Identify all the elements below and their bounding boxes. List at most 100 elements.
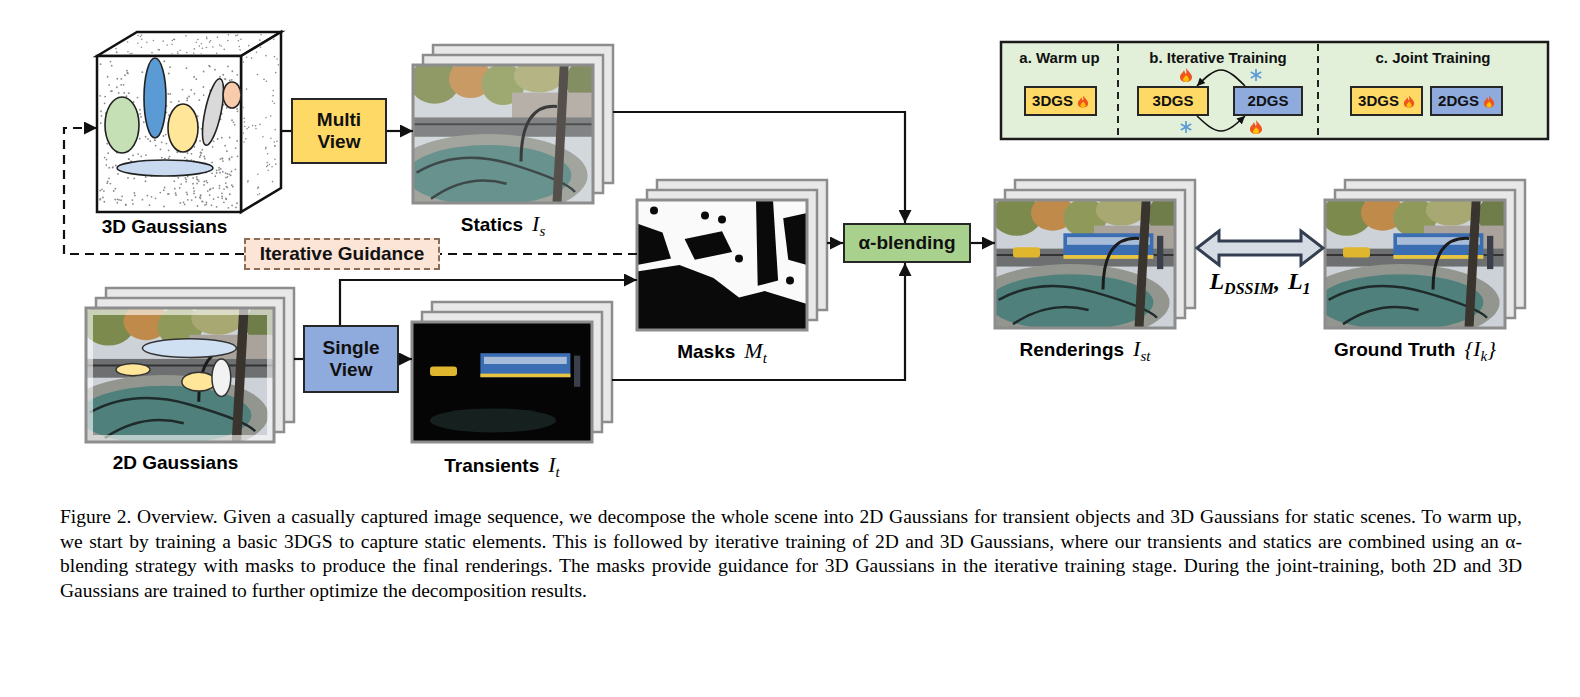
point bbox=[174, 188, 176, 190]
point bbox=[186, 100, 188, 102]
flame bbox=[1484, 95, 1494, 107]
box-label: 3DGS bbox=[1153, 92, 1194, 109]
cube-front bbox=[97, 56, 241, 212]
point bbox=[242, 107, 244, 109]
point bbox=[177, 53, 179, 55]
front-frame bbox=[412, 322, 592, 442]
fountain-curve bbox=[1013, 307, 1089, 324]
point bbox=[211, 172, 213, 174]
point bbox=[276, 58, 278, 60]
point bbox=[109, 183, 111, 185]
point bbox=[163, 135, 165, 137]
point bbox=[133, 192, 135, 194]
point bbox=[270, 137, 272, 139]
point bbox=[175, 192, 177, 194]
point bbox=[218, 169, 220, 171]
point bbox=[243, 141, 245, 143]
flame-inner bbox=[1486, 101, 1491, 107]
point bbox=[218, 167, 220, 169]
point bbox=[193, 76, 195, 78]
point bbox=[137, 97, 139, 99]
point bbox=[157, 49, 159, 51]
point bbox=[155, 145, 157, 147]
point bbox=[173, 180, 175, 182]
point bbox=[111, 90, 113, 92]
point bbox=[275, 163, 277, 165]
point bbox=[121, 195, 123, 197]
box-label: 2DGS bbox=[1248, 92, 1289, 109]
point bbox=[115, 165, 117, 167]
point bbox=[139, 109, 141, 111]
math-symbol: I bbox=[1133, 336, 1140, 362]
point bbox=[270, 115, 272, 117]
point bbox=[171, 53, 173, 55]
math-symbol: k bbox=[1481, 348, 1488, 365]
flame bbox=[1078, 95, 1088, 107]
point bbox=[222, 160, 224, 162]
point bbox=[205, 180, 207, 182]
flame bbox=[1404, 95, 1414, 107]
point bbox=[207, 190, 209, 192]
point bbox=[172, 40, 174, 42]
connector bbox=[971, 242, 995, 244]
point bbox=[196, 41, 198, 43]
point bbox=[170, 101, 172, 103]
point bbox=[203, 86, 205, 88]
point bbox=[143, 121, 145, 123]
mask-region bbox=[637, 265, 807, 330]
point bbox=[222, 158, 224, 160]
car bbox=[430, 366, 457, 376]
point bbox=[206, 182, 208, 184]
point bbox=[184, 203, 186, 205]
image-stack: StaticsIs bbox=[413, 45, 613, 203]
person bbox=[574, 356, 580, 387]
point bbox=[132, 203, 134, 205]
point bbox=[104, 102, 106, 104]
gaussian-2d bbox=[116, 364, 150, 376]
connector bbox=[281, 130, 291, 132]
double-arrow bbox=[1197, 231, 1323, 265]
point bbox=[203, 156, 205, 158]
point bbox=[232, 186, 234, 188]
point bbox=[246, 56, 248, 58]
point bbox=[223, 201, 225, 203]
point bbox=[274, 159, 276, 161]
point bbox=[141, 38, 143, 40]
point bbox=[186, 97, 188, 99]
flame-outer bbox=[1180, 68, 1192, 82]
point bbox=[240, 38, 242, 40]
point bbox=[266, 166, 268, 168]
point bbox=[274, 102, 276, 104]
point bbox=[217, 196, 219, 198]
point bbox=[128, 158, 130, 160]
point bbox=[231, 156, 233, 158]
point bbox=[239, 46, 241, 48]
loss-label: DSSIM bbox=[1224, 280, 1274, 298]
mask-speck bbox=[667, 277, 675, 285]
point bbox=[229, 137, 231, 139]
point bbox=[164, 187, 166, 189]
point bbox=[219, 185, 221, 187]
front-frame bbox=[995, 200, 1175, 328]
point bbox=[110, 90, 112, 92]
flame-inner bbox=[1406, 101, 1411, 107]
point bbox=[226, 187, 228, 189]
process-box: Multi View bbox=[291, 98, 387, 164]
fountain-curve bbox=[1343, 307, 1419, 324]
point bbox=[99, 190, 101, 192]
point bbox=[256, 51, 258, 53]
point bbox=[206, 36, 208, 38]
white-ground bbox=[637, 200, 807, 330]
point bbox=[237, 34, 239, 36]
point bbox=[231, 184, 233, 186]
tram bbox=[480, 353, 570, 377]
snowflake-arm bbox=[1251, 72, 1261, 78]
loss-label: L bbox=[1288, 268, 1303, 295]
point bbox=[237, 155, 239, 157]
connector bbox=[1197, 116, 1245, 131]
point bbox=[220, 168, 222, 170]
section-heading: b. Iterative Training bbox=[1149, 49, 1287, 66]
flame-inner bbox=[1253, 127, 1259, 134]
point bbox=[123, 92, 125, 94]
